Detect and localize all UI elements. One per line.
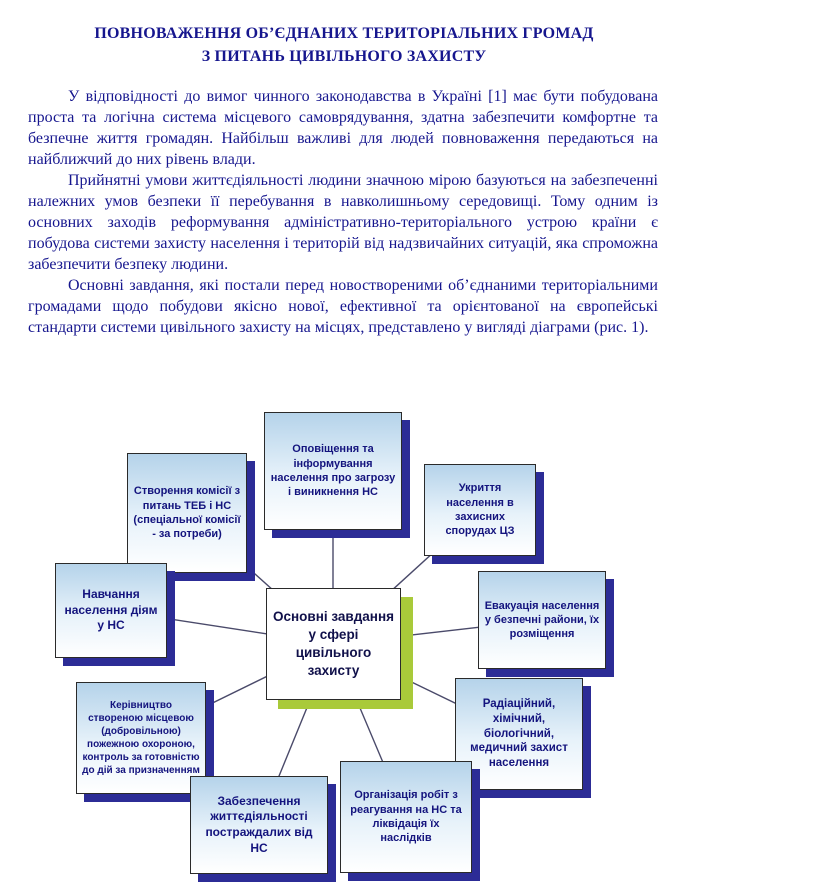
diagram-box-rchb-protection-label: Радіаційний, хімічний, біологічний, меди…	[470, 697, 568, 770]
diagram-box-response-works-label: Організація робіт з реагування на НС та …	[350, 789, 462, 845]
civil-protection-tasks-diagram: Оповіщення та інформування населення про…	[0, 408, 700, 891]
title-line-2: З ПИТАНЬ ЦИВІЛЬНОГО ЗАХИСТУ	[201, 48, 487, 66]
diagram-box-commission: Створення комісії з питань ТЕБ і НС (спе…	[127, 453, 247, 573]
diagram-box-notification: Оповіщення та інформування населення про…	[264, 412, 402, 530]
diagram-box-life-support: Забезпечення життєдіяльності постраждали…	[190, 776, 328, 874]
diagram-box-shelter: Укриття населення в захисних спорудах ЦЗ	[424, 464, 536, 556]
diagram-box-evacuation: Евакуація населення у безпечні райони, ї…	[478, 571, 606, 669]
paragraph-3: Основні завдання, які постали перед ново…	[28, 277, 658, 336]
diagram-box-shelter-label: Укриття населення в захисних спорудах ЦЗ	[445, 482, 515, 538]
diagram-center-box-main-tasks: Основні завдання у сфері цивільного захи…	[266, 588, 401, 700]
diagram-center-box-label: Основні завдання у сфері цивільного захи…	[273, 608, 394, 679]
title-line-1: ПОВНОВАЖЕННЯ ОБ’ЄДНАНИХ ТЕРИТОРІАЛЬНИХ Г…	[94, 25, 594, 42]
diagram-box-fire-brigade-label: Керівництво створеною місцевою (добровіл…	[82, 700, 200, 776]
diagram-box-training: Навчання населення діям у НС	[55, 563, 167, 658]
diagram-box-fire-brigade: Керівництво створеною місцевою (добровіл…	[76, 682, 206, 794]
diagram-box-commission-label: Створення комісії з питань ТЕБ і НС (спе…	[133, 485, 241, 541]
diagram-box-training-label: Навчання населення діям у НС	[64, 587, 158, 633]
document-body: У відповідності до вимог чинного законод…	[28, 86, 658, 338]
diagram-box-rchb-protection: Радіаційний, хімічний, біологічний, меди…	[455, 678, 583, 790]
page-title: ПОВНОВАЖЕННЯ ОБ’ЄДНАНИХ ТЕРИТОРІАЛЬНИХ Г…	[28, 22, 660, 68]
diagram-box-life-support-label: Забезпечення життєдіяльності постраждали…	[205, 793, 313, 855]
paragraph-1: У відповідності до вимог чинного законод…	[28, 88, 658, 168]
diagram-box-response-works: Організація робіт з реагування на НС та …	[340, 761, 472, 873]
paragraph-2: Прийнятні умови життєдіяльності людини з…	[28, 172, 658, 273]
diagram-box-notification-label: Оповіщення та інформування населення про…	[270, 443, 396, 499]
diagram-box-evacuation-label: Евакуація населення у безпечні райони, ї…	[484, 599, 600, 641]
